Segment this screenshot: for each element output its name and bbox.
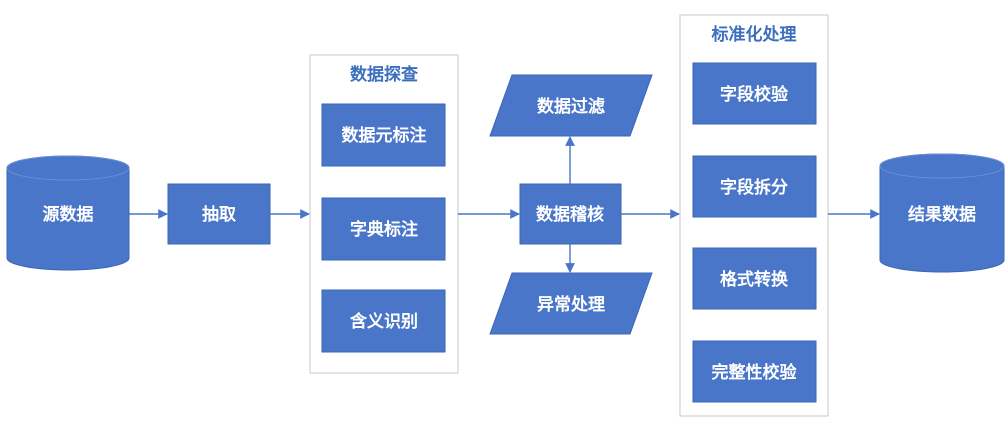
result-data-label: 结果数据 [908, 204, 976, 225]
dict-label-text: 字典标注 [350, 219, 418, 240]
extract-node: 抽取 [167, 183, 271, 245]
metadata-label-node: 数据元标注 [321, 103, 446, 167]
integrity-validation-node: 完整性校验 [692, 340, 817, 403]
data-filter-label: 数据过滤 [537, 96, 605, 117]
data-filter-node: 数据过滤 [489, 74, 653, 137]
standardization-title: 标准化处理 [712, 24, 797, 45]
data-audit-label: 数据稽核 [536, 204, 604, 225]
field-split-label: 字段拆分 [720, 177, 788, 198]
metadata-label-text: 数据元标注 [342, 125, 427, 146]
data-exploration-title: 数据探查 [350, 64, 419, 85]
exception-handling-node: 异常处理 [489, 272, 653, 335]
meaning-recognition-node: 含义识别 [321, 289, 446, 353]
extract-label: 抽取 [202, 204, 236, 225]
field-validation-node: 字段校验 [692, 62, 817, 125]
field-validation-label: 字段校验 [720, 84, 789, 105]
dict-label-node: 字典标注 [321, 197, 446, 261]
meaning-recognition-text: 含义识别 [350, 311, 418, 332]
source-data-label: 源数据 [43, 204, 94, 225]
integrity-validation-label: 完整性校验 [712, 362, 798, 383]
format-conversion-label: 格式转换 [720, 269, 789, 290]
field-split-node: 字段拆分 [692, 155, 817, 218]
exception-handling-label: 异常处理 [537, 294, 605, 315]
result-data-cylinder: 结果数据 [879, 153, 1005, 273]
source-data-cylinder: 源数据 [6, 155, 130, 271]
format-conversion-node: 格式转换 [692, 247, 817, 310]
data-audit-node: 数据稽核 [519, 183, 622, 245]
